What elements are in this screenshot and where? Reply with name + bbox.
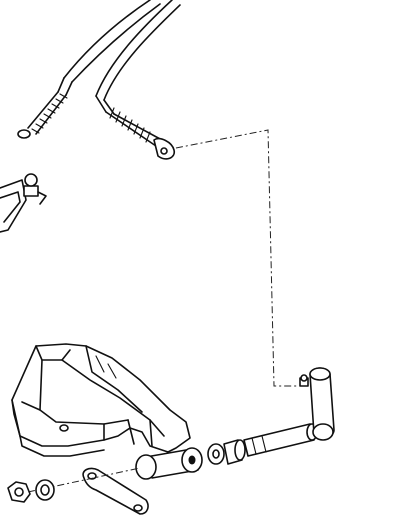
mounting-hole	[59, 424, 69, 432]
lever-arm	[82, 467, 149, 515]
cross-shaft	[207, 423, 318, 465]
shift-lever-with-ball-stud	[299, 367, 335, 441]
washer	[35, 479, 55, 501]
gear-shift-cable-sleeve	[105, 107, 163, 147]
mounting-bracket	[11, 343, 191, 457]
nut	[7, 481, 31, 503]
gear-selector-cable-sleeve	[27, 91, 68, 135]
gear-selector-cable-eye	[17, 129, 31, 139]
gear-selector-cable	[17, 0, 161, 139]
assembly-leader-line	[175, 129, 298, 387]
gear-shift-cable	[95, 0, 181, 160]
ball-joint-pivot	[0, 173, 47, 233]
bush	[135, 447, 203, 480]
